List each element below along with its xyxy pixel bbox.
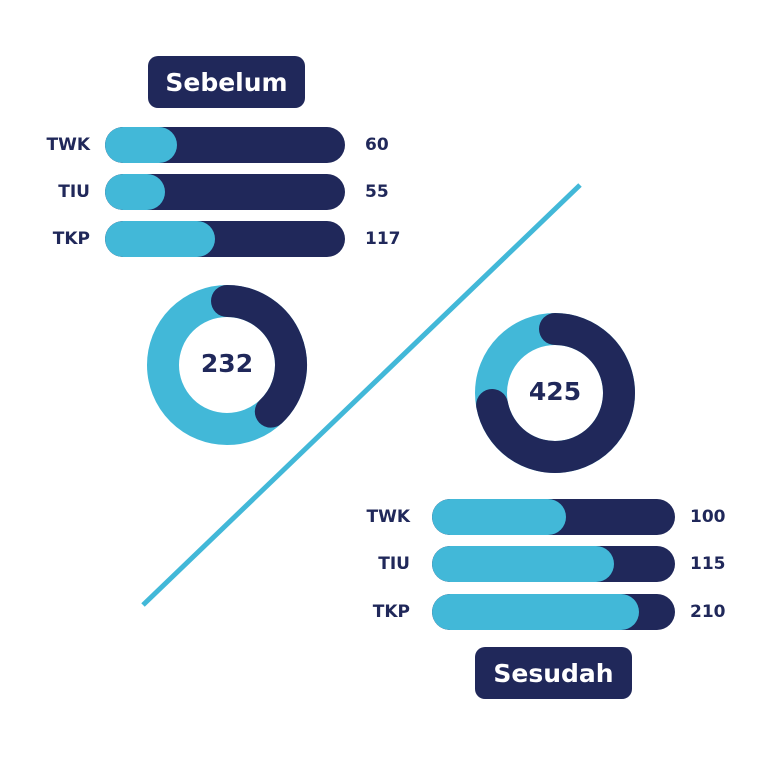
category-label: TIU bbox=[58, 182, 90, 202]
value-label: 55 bbox=[365, 182, 389, 202]
category-label: TIU bbox=[378, 554, 410, 574]
bar-fill bbox=[432, 546, 615, 582]
bar-track bbox=[105, 174, 345, 210]
bar-track bbox=[432, 594, 675, 630]
bar-fill bbox=[105, 221, 216, 257]
value-label: 115 bbox=[690, 554, 726, 574]
value-label: 100 bbox=[690, 507, 726, 527]
bar-fill bbox=[432, 594, 639, 630]
bar-fill bbox=[105, 174, 165, 210]
divider-line bbox=[141, 183, 582, 607]
category-label: TWK bbox=[46, 135, 90, 155]
sesudah-title: Sesudah bbox=[475, 647, 632, 699]
sebelum-title: Sebelum bbox=[148, 56, 305, 108]
bar-fill bbox=[105, 127, 177, 163]
value-label: 117 bbox=[365, 229, 401, 249]
bar-track bbox=[105, 221, 345, 257]
category-label: TKP bbox=[52, 229, 90, 249]
donut-arc bbox=[211, 285, 307, 428]
bar-track bbox=[432, 499, 675, 535]
category-label: TKP bbox=[372, 602, 410, 622]
category-label: TWK bbox=[366, 507, 410, 527]
bar-track bbox=[105, 127, 345, 163]
bar-fill bbox=[432, 499, 566, 535]
value-label: 210 bbox=[690, 602, 726, 622]
donut-arc bbox=[476, 313, 635, 473]
sesudah-total: 425 bbox=[528, 377, 582, 406]
bar-track bbox=[432, 546, 675, 582]
value-label: 60 bbox=[365, 135, 389, 155]
sebelum-total: 232 bbox=[200, 349, 254, 378]
